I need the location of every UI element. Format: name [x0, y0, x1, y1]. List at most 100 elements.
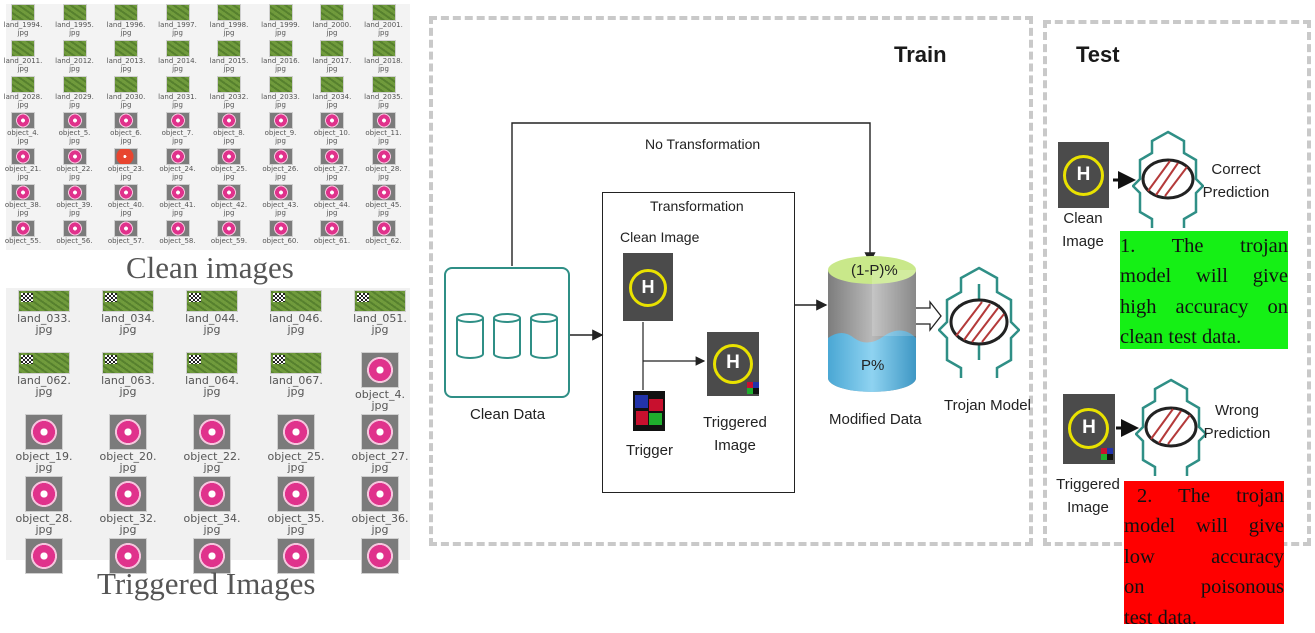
triggered-thumbnail[interactable] — [92, 538, 164, 575]
clean-thumbnail[interactable]: object_60. — [256, 220, 306, 245]
thumbnail-image — [371, 40, 396, 57]
clean-thumbnail[interactable]: land_2000. jpg — [307, 4, 357, 37]
triggered-h-image: H — [707, 332, 759, 396]
clean-thumbnail[interactable]: land_2011. jpg — [0, 40, 48, 73]
triggered-thumbnail[interactable]: object_20. jpg — [92, 414, 164, 473]
clean-thumbnail[interactable]: land_1996. jpg — [101, 4, 151, 37]
thumbnail-image — [354, 290, 406, 312]
triggered-thumbnail[interactable]: land_051. jpg — [344, 290, 416, 335]
clean-thumbnail[interactable]: land_2030. jpg — [101, 76, 151, 109]
clean-thumbnail[interactable]: land_2014. jpg — [153, 40, 203, 73]
clean-thumbnail[interactable]: object_8. jpg — [204, 112, 254, 145]
clean-thumbnail[interactable]: object_5. jpg — [50, 112, 100, 145]
thumbnail-image — [18, 352, 70, 374]
clean-thumbnail[interactable]: object_41. jpg — [153, 184, 203, 217]
thumbnail-filename: object_26. jpg — [262, 165, 299, 181]
clean-thumbnail[interactable]: object_21. jpg — [0, 148, 48, 181]
clean-thumbnail[interactable]: land_2001. jpg — [359, 4, 409, 37]
triggered-thumbnail[interactable]: object_22. jpg — [176, 414, 248, 473]
thumbnail-filename: object_25. jpg — [210, 165, 248, 181]
clean-thumbnail[interactable]: object_56. — [50, 220, 100, 245]
clean-thumbnail[interactable]: land_1994. jpg — [0, 4, 48, 37]
clean-thumbnail[interactable]: land_2028. jpg — [0, 76, 48, 109]
clean-thumbnail[interactable]: object_23. jpg — [101, 148, 151, 181]
triggered-thumbnail[interactable]: object_36. jpg — [344, 476, 416, 535]
clean-thumbnail[interactable]: object_61. — [307, 220, 357, 245]
clean-thumbnail[interactable]: object_4. jpg — [0, 112, 48, 145]
triggered-thumbnail[interactable]: object_25. jpg — [260, 414, 332, 473]
thumbnail-filename: land_2018. jpg — [364, 57, 403, 73]
triggered-thumbnail[interactable]: object_4. jpg — [344, 352, 416, 411]
triggered-thumbnail[interactable]: land_063. jpg — [92, 352, 164, 397]
clean-thumbnail[interactable]: land_2013. jpg — [101, 40, 151, 73]
triggered-thumbnail[interactable]: object_28. jpg — [8, 476, 80, 535]
thumbnail-filename: object_38. jpg — [4, 201, 42, 217]
clean-thumbnail[interactable]: land_2016. jpg — [256, 40, 306, 73]
triggered-thumbnail[interactable]: land_044. jpg — [176, 290, 248, 335]
clean-thumbnail[interactable]: object_42. jpg — [204, 184, 254, 217]
thumbnail-image — [165, 40, 190, 57]
clean-thumbnail[interactable]: object_62. — [359, 220, 409, 245]
clean-thumbnail[interactable]: object_7. jpg — [153, 112, 203, 145]
clean-thumbnail[interactable]: land_1995. jpg — [50, 4, 100, 37]
clean-thumbnail[interactable]: land_2033. jpg — [256, 76, 306, 109]
clean-thumbnail[interactable]: object_27. jpg — [307, 148, 357, 181]
clean-thumbnail[interactable]: object_55. — [0, 220, 48, 245]
triggered-thumbnail[interactable]: land_062. jpg — [8, 352, 80, 397]
clean-thumbnail[interactable]: object_22. jpg — [50, 148, 100, 181]
triggered-thumbnail[interactable]: object_34. jpg — [176, 476, 248, 535]
clean-thumbnail[interactable]: object_6. jpg — [101, 112, 151, 145]
clean-thumbnail[interactable]: land_2029. jpg — [50, 76, 100, 109]
clean-thumbnail[interactable]: object_11. jpg — [359, 112, 409, 145]
clean-thumbnail[interactable]: land_2032. jpg — [204, 76, 254, 109]
triggered-thumbnail[interactable] — [8, 538, 80, 575]
clean-thumbnail[interactable]: object_45. jpg — [359, 184, 409, 217]
clean-thumbnail[interactable]: land_2017. jpg — [307, 40, 357, 73]
clean-thumbnail[interactable]: object_28. jpg — [359, 148, 409, 181]
trigger-checker-patch — [357, 293, 369, 302]
triggered-thumbnail[interactable]: land_046. jpg — [260, 290, 332, 335]
clean-thumbnail[interactable]: land_2034. jpg — [307, 76, 357, 109]
thumbnail-image — [371, 220, 396, 237]
thumbnail-filename: object_25. jpg — [267, 450, 325, 474]
thumbnail-image — [320, 112, 344, 129]
clean-thumbnail[interactable]: land_2035. jpg — [359, 76, 409, 109]
clean-thumbnail[interactable]: object_59. — [204, 220, 254, 245]
clean-thumbnail[interactable]: land_2015. jpg — [204, 40, 254, 73]
triggered-thumbnail[interactable]: object_27. jpg — [344, 414, 416, 473]
triggered-thumbnail[interactable]: object_19. jpg — [8, 414, 80, 473]
clean-thumbnail[interactable]: land_1997. jpg — [153, 4, 203, 37]
clean-thumbnail[interactable]: object_9. jpg — [256, 112, 306, 145]
clean-thumbnail[interactable]: object_10. jpg — [307, 112, 357, 145]
clean-thumbnail[interactable]: object_38. jpg — [0, 184, 48, 217]
triggered-thumbnail[interactable] — [344, 538, 416, 575]
triggered-thumbnail[interactable] — [260, 538, 332, 575]
clean-thumbnail[interactable]: object_43. jpg — [256, 184, 306, 217]
clean-thumbnail[interactable]: land_2018. jpg — [359, 40, 409, 73]
train-title: Train — [894, 42, 947, 67]
clean-thumbnail[interactable]: object_26. jpg — [256, 148, 306, 181]
clean-thumbnail[interactable]: object_39. jpg — [50, 184, 100, 217]
clean-thumbnail[interactable]: object_44. jpg — [307, 184, 357, 217]
clean-thumbnail[interactable]: land_2012. jpg — [50, 40, 100, 73]
clean-thumbnail[interactable]: object_25. jpg — [204, 148, 254, 181]
clean-thumbnail[interactable]: object_40. jpg — [101, 184, 151, 217]
triggered-thumbnail[interactable]: land_064. jpg — [176, 352, 248, 397]
trigger-checker-patch — [273, 355, 285, 364]
triggered-thumbnail[interactable]: land_034. jpg — [92, 290, 164, 335]
triggered-thumbnail[interactable]: object_35. jpg — [260, 476, 332, 535]
triggered-thumbnail[interactable]: land_067. jpg — [260, 352, 332, 397]
clean-thumbnail[interactable]: land_1998. jpg — [204, 4, 254, 37]
thumbnail-image — [268, 184, 293, 201]
triggered-thumbnail[interactable] — [176, 538, 248, 575]
clean-thumbnail[interactable]: object_24. jpg — [153, 148, 203, 181]
clean-thumbnail[interactable]: object_58. — [153, 220, 203, 245]
clean-thumbnail[interactable]: object_57. — [101, 220, 151, 245]
triggered-thumbnail[interactable]: land_033. jpg — [8, 290, 80, 335]
clean-thumbnail[interactable]: land_2031. jpg — [153, 76, 203, 109]
thumbnail-filename: land_2029. jpg — [55, 93, 94, 109]
triggered-thumbnail[interactable]: object_32. jpg — [92, 476, 164, 535]
clean-thumbnail[interactable]: land_1999. jpg — [256, 4, 306, 37]
